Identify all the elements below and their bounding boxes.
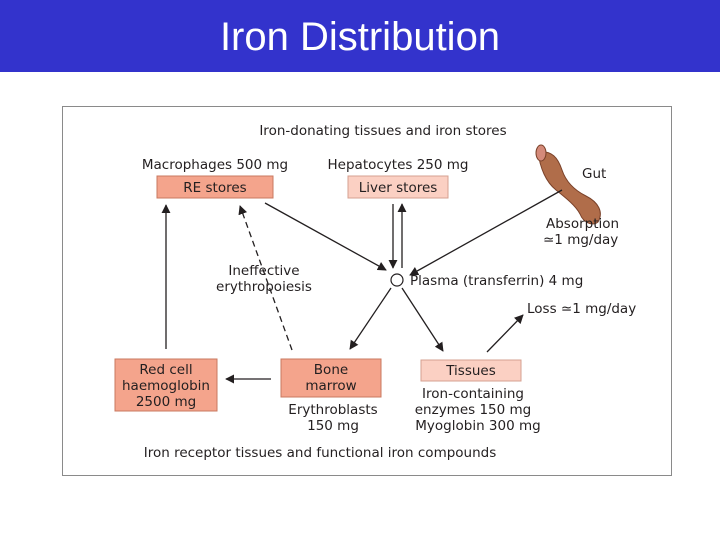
liver-stores-label: Liver stores — [359, 180, 438, 196]
marrow-label: marrow — [305, 378, 356, 394]
erythroblasts-amount: 150 mg — [307, 418, 359, 434]
red-cell-amount: 2500 mg — [136, 394, 196, 410]
red-cell-box — [114, 358, 218, 412]
tissues-label: Tissues — [445, 363, 496, 379]
macrophages-label: Macrophages 500 mg — [142, 157, 288, 173]
loss-label: Loss ≃1 mg/day — [527, 301, 636, 317]
re-stores-label: RE stores — [183, 180, 246, 196]
arrow-plasma-to-tissues — [401, 287, 444, 352]
absorption-amount: ≃1 mg/day — [543, 232, 618, 248]
absorption-label: Absorption — [546, 216, 619, 232]
liver-stores-box — [347, 175, 449, 199]
gut-icon — [535, 144, 601, 225]
enzymes-label: enzymes 150 mg — [415, 402, 532, 418]
bone-marrow-box — [280, 358, 382, 398]
arrow-plasma-to-marrow — [349, 287, 392, 350]
re-stores-box — [156, 175, 274, 199]
iron-containing-label: Iron-containing — [422, 386, 524, 402]
arrow-ineffective-to-re-stores — [238, 205, 293, 351]
erythroblasts-label: Erythroblasts — [288, 402, 377, 418]
bone-label: Bone — [314, 362, 348, 378]
plasma-node — [390, 273, 404, 287]
arrow-tissues-to-loss — [486, 314, 524, 353]
plasma-label: Plasma (transferrin) 4 mg — [410, 273, 583, 289]
header-top-label: Iron-donating tissues and iron stores — [259, 123, 506, 139]
haemoglobin-label: haemoglobin — [122, 378, 210, 394]
erythropoiesis-label: erythropoiesis — [216, 279, 312, 295]
myoglobin-label: Myoglobin 300 mg — [415, 418, 540, 434]
header-bottom-label: Iron receptor tissues and functional iro… — [144, 445, 497, 461]
red-cell-label: Red cell — [139, 362, 192, 378]
tissues-box — [420, 359, 522, 382]
gut-label: Gut — [582, 166, 606, 182]
slide-title: Iron Distribution — [219, 15, 501, 59]
arrow-re-stores-to-plasma — [264, 202, 387, 271]
title-bar — [0, 0, 720, 72]
diagram-frame — [62, 106, 672, 476]
hepatocytes-label: Hepatocytes 250 mg — [328, 157, 469, 173]
arrow-gut-to-plasma — [409, 189, 563, 276]
